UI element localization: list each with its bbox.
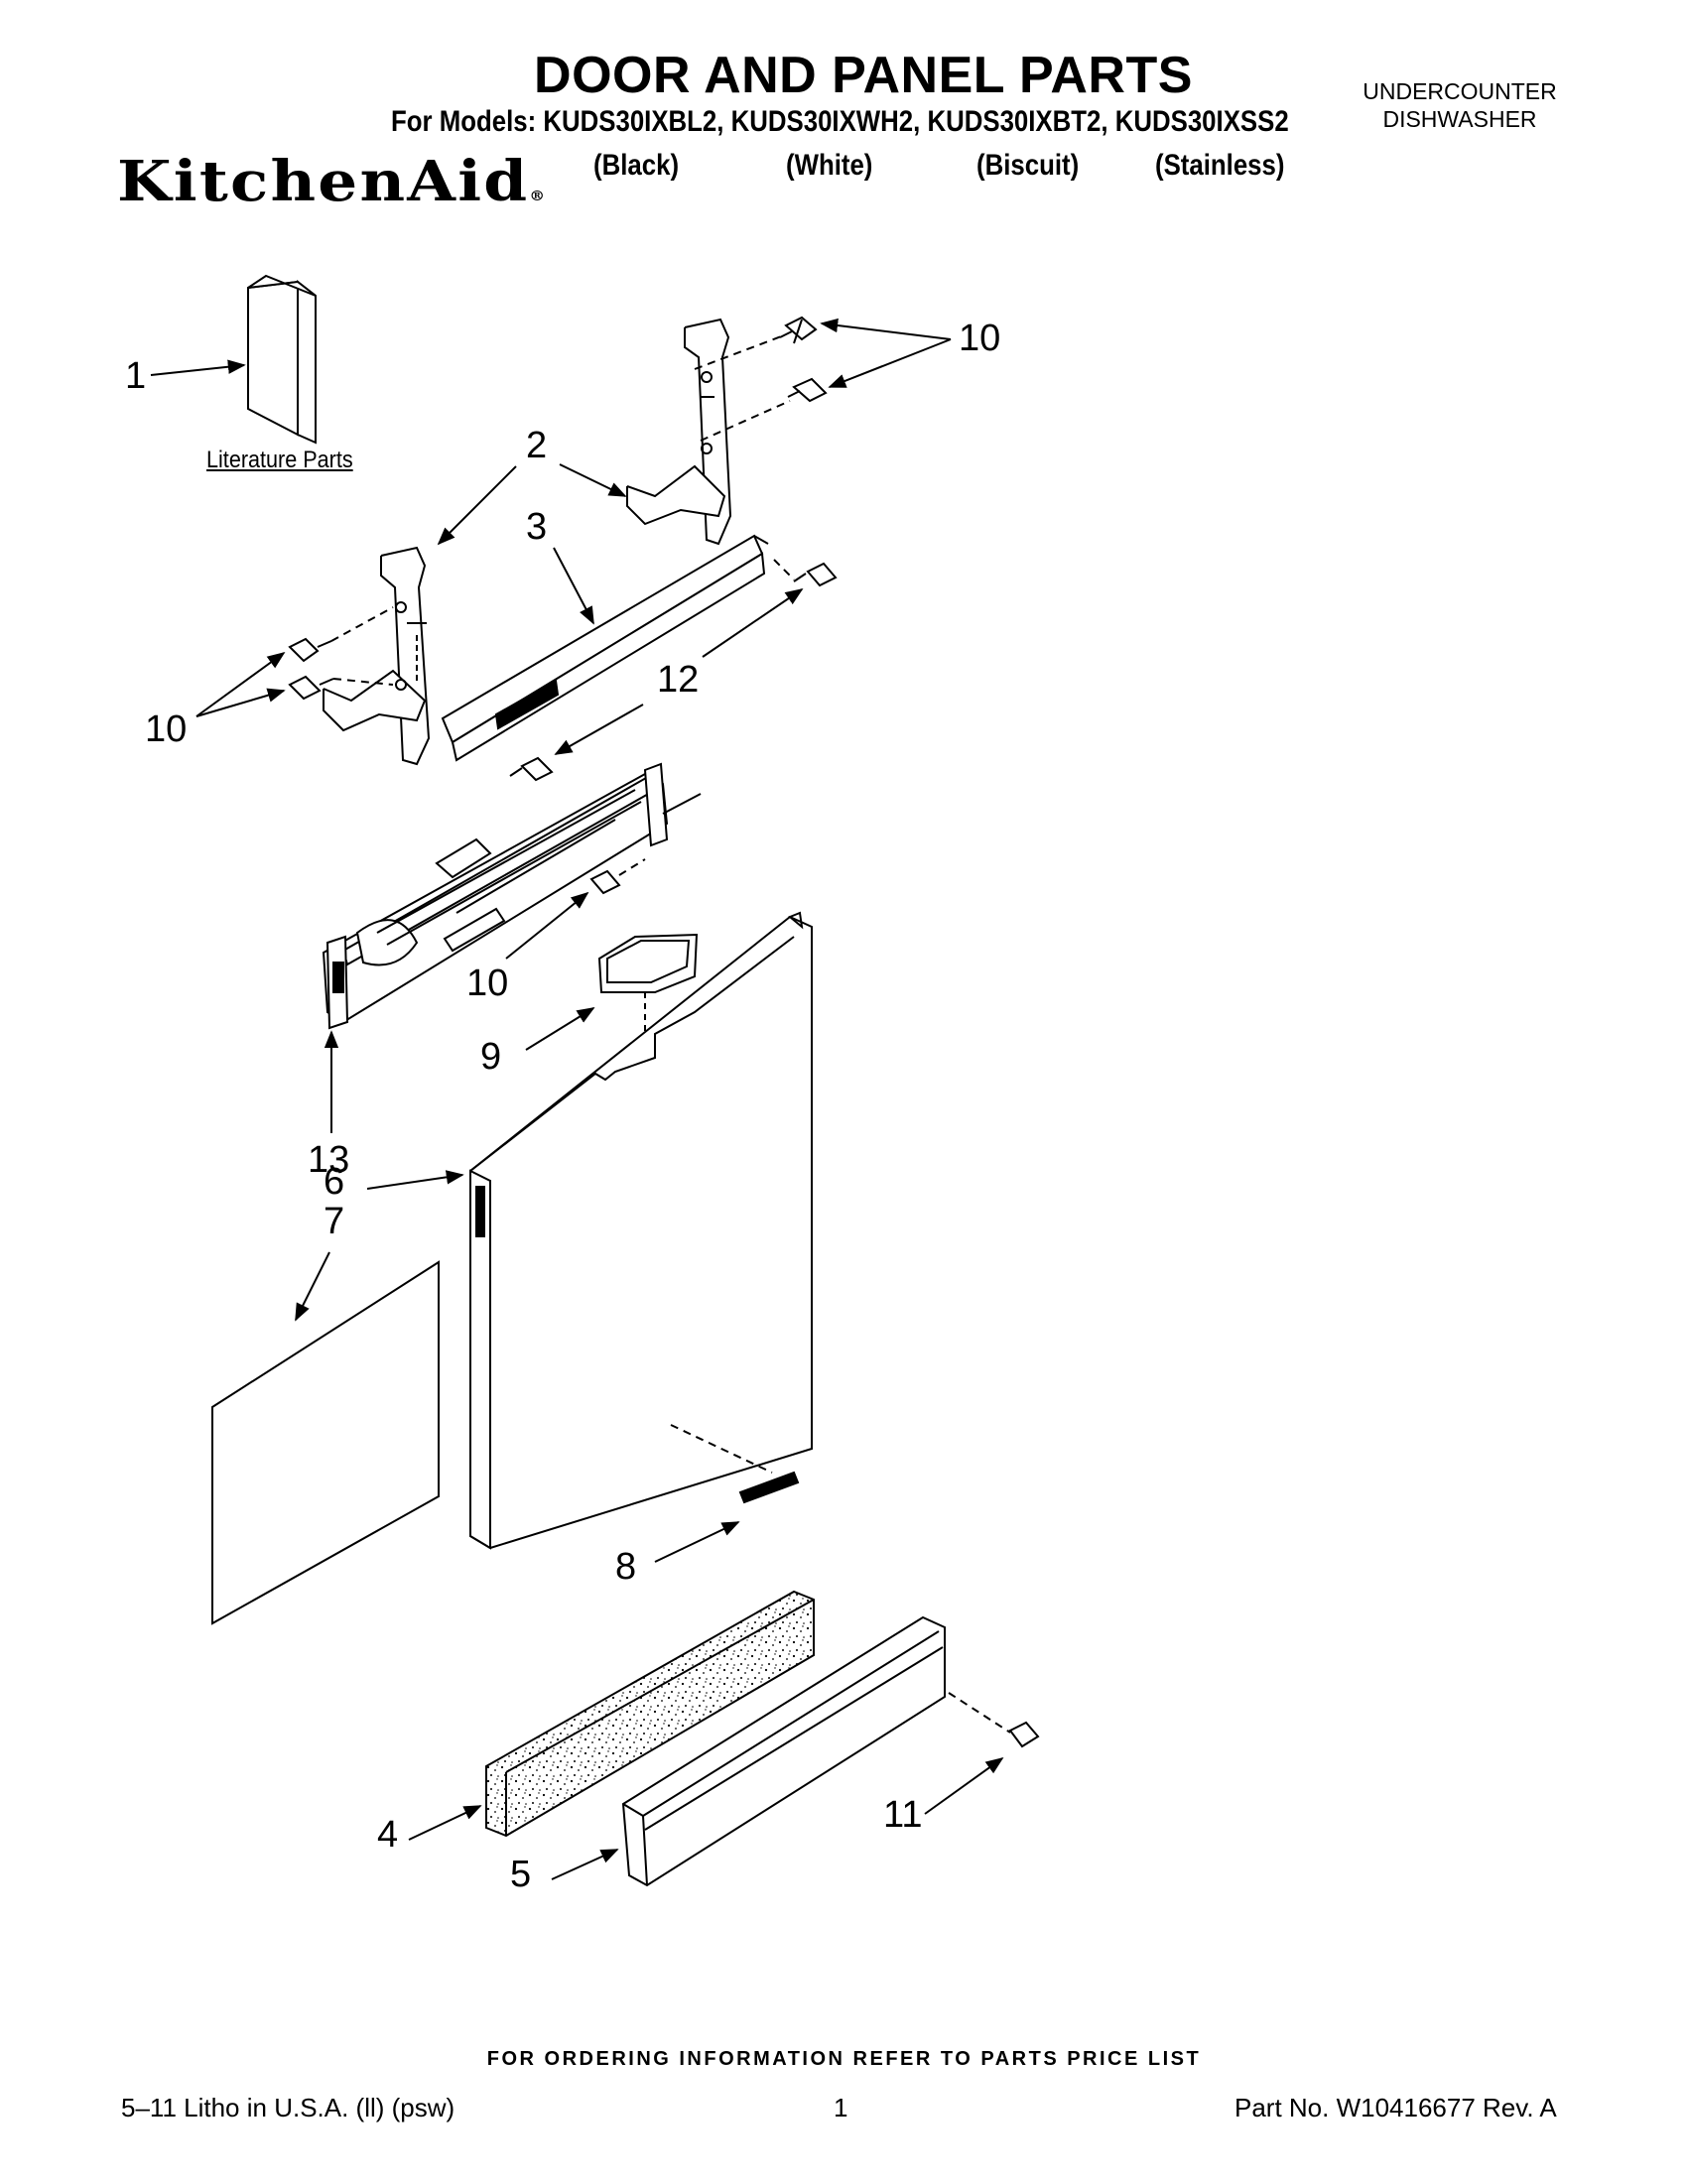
page-number: 1 (834, 2093, 848, 2122)
part-6-outer-door-panel (469, 911, 813, 1550)
appliance-line-2: DISHWASHER (1382, 106, 1537, 132)
screw-11-toe-panel (948, 1692, 1040, 1748)
callout-1: 1 (125, 355, 147, 397)
part-2-left-hinge-bracket (323, 546, 431, 766)
screw-12-left (509, 756, 554, 782)
appliance-type: UNDERCOUNTER DISHWASHER (1336, 77, 1584, 133)
part-5-toe-panel (621, 1615, 946, 1887)
variant-black: (Black) (593, 149, 680, 182)
callout-6: 6 (324, 1161, 345, 1203)
callout-11: 11 (883, 1794, 923, 1836)
callout-5: 5 (510, 1854, 532, 1895)
screw-12-right (793, 562, 838, 587)
callout-9: 9 (480, 1036, 502, 1078)
screw-upper-right-a (779, 316, 818, 344)
models-line: For Models: KUDS30IXBL2, KUDS30IXWH2, KU… (391, 105, 1289, 138)
part-8-nameplate-badge (670, 1424, 800, 1504)
part-9-door-handle (597, 933, 699, 1042)
variant-stainless: (Stainless) (1155, 149, 1285, 182)
variant-biscuit: (Biscuit) (976, 149, 1080, 182)
litho-info: 5–11 Litho in U.S.A. (ll) (psw) (121, 2093, 455, 2122)
callout-7: 7 (324, 1201, 345, 1242)
part-number: Part No. W10416677 Rev. A (1234, 2093, 1557, 2122)
part-1-literature-book (247, 274, 317, 445)
appliance-line-1: UNDERCOUNTER (1363, 78, 1557, 104)
part-3-control-panel (441, 534, 769, 762)
callout-10-middle: 10 (466, 963, 509, 1004)
part-2-right-hinge-bracket (626, 318, 732, 546)
callout-2: 2 (526, 425, 548, 466)
callout-13: 13 (308, 1139, 350, 1181)
screw-left-b (288, 675, 334, 701)
variant-white: (White) (786, 149, 873, 182)
callout-10-upper: 10 (959, 318, 1001, 359)
brand-logo-text: KitchenAid (117, 149, 530, 214)
leader-arrows (150, 318, 1004, 1880)
brand-logo: KitchenAid® (117, 149, 545, 214)
screw-upper-right-b (787, 377, 828, 403)
callout-4: 4 (377, 1814, 399, 1856)
literature-parts-label: Literature Parts (206, 447, 353, 473)
registered-mark: ® (529, 189, 546, 204)
callout-3: 3 (526, 506, 548, 548)
screw-left-a (288, 637, 332, 663)
part-7-insulation-sheet (211, 1260, 440, 1625)
part-4-foam-strip (485, 1590, 815, 1838)
callout-8: 8 (615, 1546, 637, 1588)
callout-12: 12 (657, 659, 700, 701)
screw-middle (589, 858, 646, 895)
part-13-control-assembly (322, 762, 702, 1030)
callout-10-left: 10 (145, 708, 188, 750)
ordering-note: FOR ORDERING INFORMATION REFER TO PARTS … (486, 2048, 1202, 2070)
page-title: DOOR AND PANEL PARTS (534, 47, 1193, 104)
